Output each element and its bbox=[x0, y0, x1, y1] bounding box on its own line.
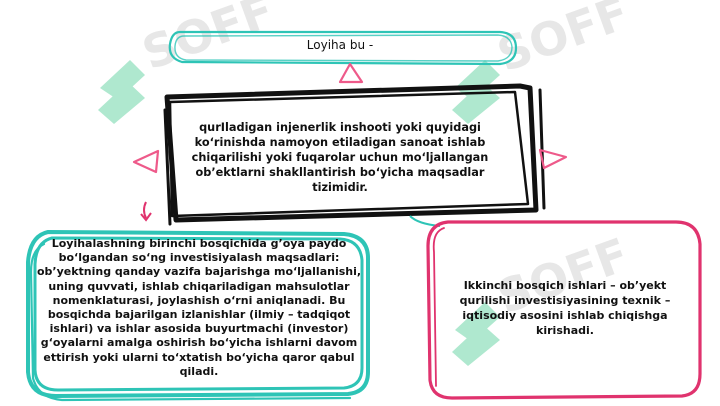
connector-left bbox=[143, 201, 147, 219]
center-box bbox=[163, 83, 546, 226]
right-box bbox=[426, 220, 702, 400]
left-box bbox=[26, 229, 370, 402]
arrow-title-down bbox=[338, 62, 364, 84]
watermark-text-top-right: SOFF bbox=[490, 0, 635, 82]
left-node-text: Loyihalashning birinchi bosqichida g’oya… bbox=[36, 237, 362, 378]
center-node-text: qurIladigan injenerlik inshooti yoki quy… bbox=[191, 121, 489, 194]
title-box bbox=[168, 30, 518, 66]
diagram-title: Loyiha bu - bbox=[306, 38, 374, 52]
arrow-left bbox=[132, 149, 160, 174]
connector-left-tip bbox=[140, 212, 152, 222]
arrow-right bbox=[538, 148, 568, 170]
right-node-text: Ikkinchi bosqich ishlari – ob’yekt quril… bbox=[459, 279, 671, 337]
watermark-top-right: SOFF bbox=[452, 0, 636, 124]
